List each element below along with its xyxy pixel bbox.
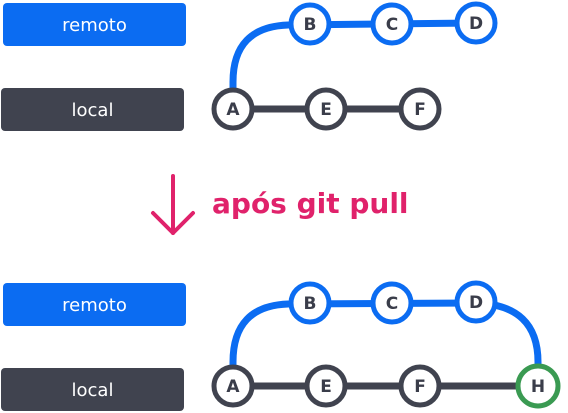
after-merge-commit-h-label: H <box>531 377 545 397</box>
after-remote-tag <box>3 283 186 326</box>
after-commit-d-label: D <box>469 293 483 313</box>
before-commit-a <box>211 87 255 131</box>
after-remote-label: remoto <box>62 295 127 316</box>
after-section: remoto local B C D A E F H <box>1 280 561 411</box>
before-local-tag <box>1 88 184 131</box>
before-commit-f-label: F <box>414 100 426 120</box>
before-commit-c <box>370 2 414 46</box>
after-local-label: local <box>72 380 114 401</box>
after-commit-c-label: C <box>386 294 398 314</box>
before-commit-c-label: C <box>386 15 398 35</box>
transition: após git pull <box>151 174 409 235</box>
after-commit-d <box>454 280 498 324</box>
arrow-down-icon <box>151 174 195 235</box>
after-commit-f <box>398 364 442 408</box>
before-commit-e <box>304 87 348 131</box>
before-section: remoto local B C D A E F <box>1 1 498 131</box>
before-remote-label: remoto <box>62 15 127 36</box>
after-commit-f-label: F <box>414 377 426 397</box>
after-commit-a <box>211 364 255 408</box>
after-commit-b <box>288 281 332 325</box>
before-commit-b <box>288 2 332 46</box>
before-commit-d-label: D <box>469 14 483 34</box>
after-commit-e <box>304 364 348 408</box>
before-local-label: local <box>72 100 114 121</box>
after-commit-c <box>370 281 414 325</box>
before-commit-b-label: B <box>304 15 317 35</box>
transition-caption: após git pull <box>212 187 409 220</box>
before-remote-branch-line <box>229 19 477 109</box>
after-merge-commit-h <box>515 363 561 409</box>
after-commit-b-label: B <box>304 294 317 314</box>
before-remote-tag <box>3 3 186 46</box>
before-commit-d <box>454 1 498 45</box>
after-commit-a-label: A <box>226 377 240 397</box>
before-commit-f <box>398 87 442 131</box>
after-commit-e-label: E <box>320 377 332 397</box>
before-commit-e-label: E <box>320 100 332 120</box>
after-local-tag <box>1 368 184 411</box>
before-commit-a-label: A <box>226 100 240 120</box>
